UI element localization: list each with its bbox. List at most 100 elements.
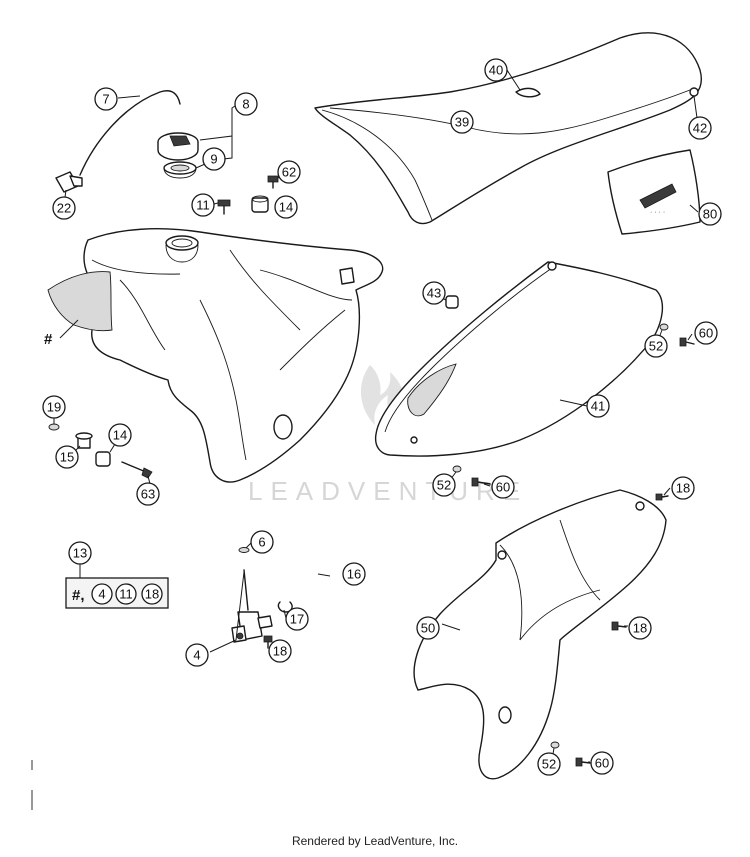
svg-text:43: 43	[427, 286, 441, 301]
callout-62[interactable]: 62	[277, 160, 301, 184]
svg-text:52: 52	[542, 757, 556, 772]
screw-part-60c[interactable]	[575, 757, 591, 767]
callout-19[interactable]: 19	[42, 395, 66, 419]
svg-text:14: 14	[113, 428, 127, 443]
svg-text:11: 11	[196, 198, 210, 213]
tank-hash-label: #	[44, 331, 53, 348]
svg-text:50: 50	[421, 621, 435, 636]
svg-text:· · · ·: · · · ·	[650, 209, 665, 216]
callout-15[interactable]: 15	[55, 445, 79, 469]
svg-text:8: 8	[242, 97, 249, 112]
callout-60c[interactable]: 60	[590, 751, 614, 775]
svg-text:60: 60	[699, 326, 713, 341]
callout-39[interactable]: 39	[450, 110, 474, 134]
ktm-decal-part-80[interactable]: · · · ·	[607, 149, 701, 235]
screw-part-18a[interactable]	[655, 493, 669, 501]
callout-13[interactable]: 13	[68, 541, 92, 565]
valve-part-22[interactable]	[55, 171, 83, 193]
fuel-cap-part-8[interactable]	[157, 132, 199, 161]
callout-80[interactable]: 80	[698, 202, 722, 226]
washer-part-52b[interactable]	[452, 465, 462, 473]
spoiler-part-50[interactable]	[413, 489, 667, 780]
bushing-part-43[interactable]	[445, 295, 459, 309]
svg-text:60: 60	[595, 756, 609, 771]
svg-text:4: 4	[98, 587, 105, 602]
callout-18c[interactable]: 18	[268, 639, 292, 663]
callout-7[interactable]: 7	[94, 87, 118, 111]
svg-text:41: 41	[591, 399, 605, 414]
screw-part-62[interactable]	[267, 175, 279, 189]
screw-part-60a[interactable]	[679, 337, 695, 347]
callout-18a[interactable]: 18	[671, 476, 695, 500]
svg-text:80: 80	[703, 207, 717, 222]
callout-60b[interactable]: 60	[491, 475, 515, 499]
bushing-part-14b[interactable]	[95, 451, 111, 467]
svg-text:16: 16	[347, 567, 361, 582]
washer-part-52c[interactable]	[550, 741, 560, 749]
svg-text:6: 6	[258, 535, 265, 550]
washer-part-52a[interactable]	[659, 323, 669, 331]
svg-text:52: 52	[437, 478, 451, 493]
svg-text:19: 19	[47, 400, 61, 415]
washer-part-19[interactable]	[48, 423, 60, 431]
hose-clamp-part-17[interactable]	[277, 601, 293, 613]
svg-text:22: 22	[57, 201, 71, 216]
svg-text:18: 18	[633, 621, 647, 636]
svg-text:11: 11	[119, 587, 133, 602]
svg-text:40: 40	[489, 63, 503, 78]
callout-52a[interactable]: 52	[644, 334, 668, 358]
callout-43[interactable]: 43	[422, 281, 446, 305]
cap-gasket-part-9[interactable]	[163, 161, 197, 179]
seat-part-39[interactable]	[314, 32, 703, 225]
callout-6[interactable]: 6	[250, 530, 274, 554]
callout-4a[interactable]: 4	[91, 583, 113, 605]
callout-60a[interactable]: 60	[694, 321, 718, 345]
svg-text:18: 18	[273, 644, 287, 659]
callout-63[interactable]: 63	[136, 482, 160, 506]
rubber-part-15[interactable]	[75, 432, 93, 449]
side-cover-part-41[interactable]	[374, 261, 663, 457]
breather-hose-part-7[interactable]	[79, 90, 181, 176]
callout-11b[interactable]: 11	[115, 583, 137, 605]
callout-50[interactable]: 50	[416, 616, 440, 640]
callout-18d[interactable]: 18	[628, 616, 652, 640]
svg-text:63: 63	[141, 487, 155, 502]
fuel-tap-part-4[interactable]	[231, 569, 273, 643]
o-ring-part-6[interactable]	[238, 547, 250, 553]
watermark-text: LEADVENTURE	[248, 476, 528, 506]
svg-text:42: 42	[693, 121, 707, 136]
svg-text:14: 14	[279, 200, 293, 215]
callout-11[interactable]: 11	[191, 193, 215, 217]
callout-17[interactable]: 17	[285, 607, 309, 631]
svg-text:17: 17	[290, 612, 304, 627]
svg-text:18: 18	[145, 587, 159, 602]
callout-52b[interactable]: 52	[432, 473, 456, 497]
fuel-tank[interactable]	[47, 228, 384, 483]
callout-22[interactable]: 22	[52, 196, 76, 220]
callout-8[interactable]: 8	[234, 92, 258, 116]
callout-41[interactable]: 41	[586, 394, 610, 418]
svg-text:60: 60	[496, 480, 510, 495]
callout-42[interactable]: 42	[688, 116, 712, 140]
svg-text:9: 9	[210, 152, 217, 167]
callout-4b[interactable]: 4	[185, 643, 209, 667]
callout-18b[interactable]: 18	[141, 583, 163, 605]
screw-part-11[interactable]	[217, 199, 231, 215]
kit-hash-label: #,	[72, 587, 85, 604]
screw-part-18d[interactable]	[611, 621, 627, 631]
screw-part-60b[interactable]	[471, 477, 491, 487]
callout-16[interactable]: 16	[342, 562, 366, 586]
svg-text:18: 18	[676, 481, 690, 496]
callout-14b[interactable]: 14	[108, 423, 132, 447]
svg-text:4: 4	[193, 648, 200, 663]
svg-text:15: 15	[60, 450, 74, 465]
svg-text:7: 7	[102, 92, 109, 107]
screw-part-63[interactable]	[121, 461, 153, 479]
bushing-part-14a[interactable]	[251, 195, 269, 213]
fuel-hose-part-16[interactable]	[298, 559, 337, 598]
callout-52c[interactable]: 52	[537, 752, 561, 776]
callout-40[interactable]: 40	[484, 58, 508, 82]
callout-9[interactable]: 9	[202, 147, 226, 171]
callout-14a[interactable]: 14	[274, 195, 298, 219]
